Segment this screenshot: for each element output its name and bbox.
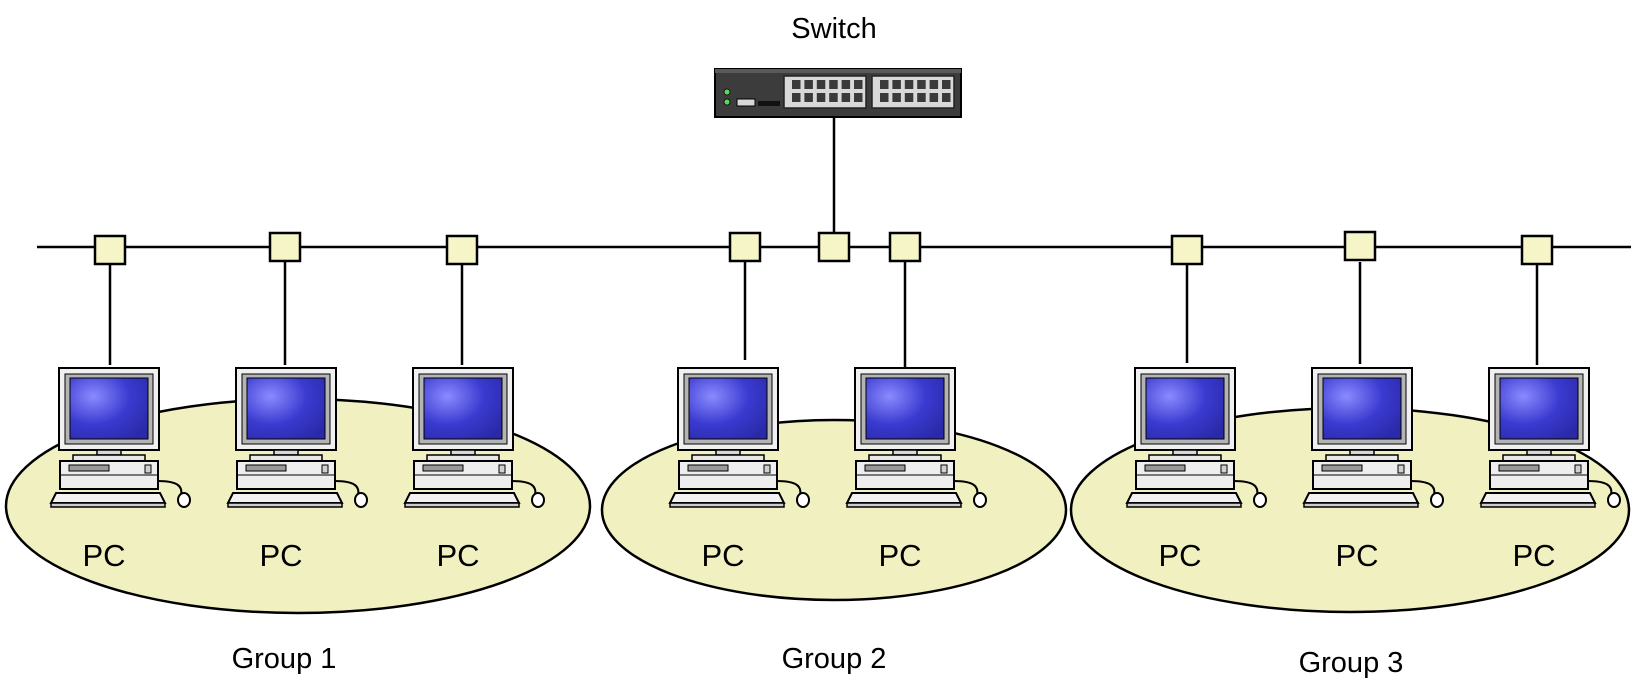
- network-switch-icon: [714, 68, 962, 118]
- pc-label: PC: [1158, 538, 1201, 573]
- group-1-label: Group 1: [232, 643, 337, 675]
- pc-label: PC: [1335, 538, 1378, 573]
- pc-label: PC: [259, 538, 302, 573]
- pc-label: PC: [701, 538, 744, 573]
- network-tap-icon: [1343, 230, 1377, 262]
- network-tap-icon: [445, 234, 479, 266]
- switch-label: Switch: [791, 13, 876, 45]
- pc-drop-lines: [108, 262, 1539, 370]
- group-3-label: Group 3: [1299, 647, 1404, 679]
- pc-label: PC: [878, 538, 921, 573]
- network-tap-icon: [1520, 234, 1554, 266]
- network-tap-icon: [268, 231, 302, 263]
- group-2-label: Group 2: [782, 643, 887, 675]
- network-tap-icon: [1170, 234, 1204, 266]
- pc-label: PC: [82, 538, 125, 573]
- group-2-area: [600, 418, 1068, 602]
- network-tap-icon: [817, 231, 851, 263]
- network-tap-icon: [93, 234, 127, 266]
- pc-label: PC: [436, 538, 479, 573]
- pc-label: PC: [1512, 538, 1555, 573]
- network-tap-icon: [888, 231, 922, 263]
- network-tap-icon: [728, 231, 762, 263]
